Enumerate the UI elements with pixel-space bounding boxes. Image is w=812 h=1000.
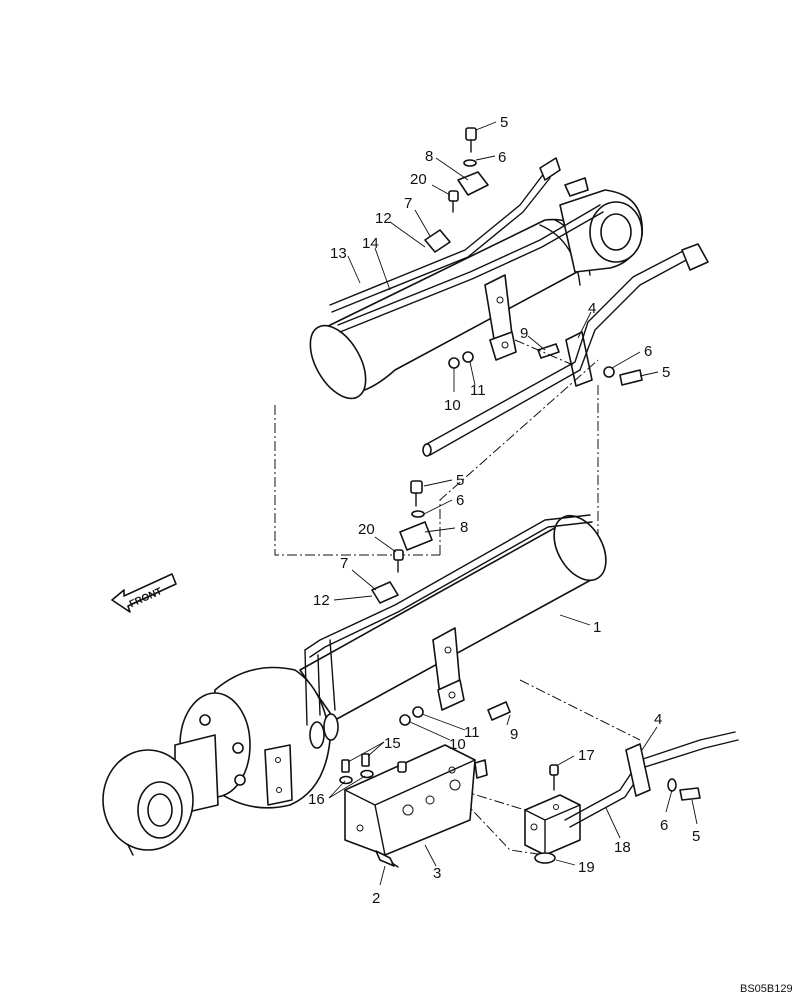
callout-5: 5 [662, 364, 670, 381]
callout-5: 5 [456, 472, 464, 489]
leader-lines [328, 121, 698, 886]
front-arrow: FRONT [111, 573, 177, 613]
callout-1: 1 [593, 619, 601, 636]
drawing-code: BS05B129 [740, 983, 793, 995]
lower-hardware [393, 480, 511, 726]
lower-valve-block [344, 744, 488, 868]
callout-7: 7 [404, 195, 412, 212]
callout-18: 18 [614, 839, 631, 856]
callout-10: 10 [449, 736, 466, 753]
lower-clamps [371, 521, 465, 711]
upper-hardware [448, 127, 643, 386]
callout-19: 19 [578, 859, 595, 876]
callout-8: 8 [425, 148, 433, 165]
callout-4: 4 [654, 711, 662, 728]
upper-rod-eye [559, 189, 643, 273]
callout-11: 11 [470, 382, 486, 399]
callout-14: 14 [362, 235, 379, 252]
callout-10: 10 [444, 397, 461, 414]
callout-16: 16 [308, 791, 325, 808]
callout-9: 9 [510, 726, 518, 743]
callout-2: 2 [372, 890, 380, 907]
callout-6: 6 [644, 343, 652, 360]
callout-4: 4 [588, 300, 596, 317]
callout-6: 6 [498, 149, 506, 166]
callout-11: 11 [464, 724, 480, 741]
callout-12: 12 [313, 592, 330, 609]
lower-pipe-18 [564, 731, 739, 828]
callout-5: 5 [692, 828, 700, 845]
lower-pipes [304, 514, 593, 749]
callout-15: 15 [384, 735, 401, 752]
upper-assembly [309, 127, 709, 457]
callout-8: 8 [460, 519, 468, 536]
callout-5: 5 [500, 114, 508, 131]
callout-3: 3 [433, 865, 441, 882]
upper-pipes [329, 157, 604, 333]
lower-callouts: 5 6 8 20 7 12 1 11 9 10 15 16 2 3 17 4 6… [308, 472, 700, 907]
callout-12: 12 [375, 210, 392, 227]
upper-clamps [424, 171, 517, 361]
callout-13: 13 [330, 245, 347, 262]
callout-6: 6 [456, 492, 464, 509]
callout-6: 6 [660, 817, 668, 834]
lower-rod-eye [102, 734, 293, 856]
lower-assembly [102, 480, 739, 868]
callout-7: 7 [340, 555, 348, 572]
lower-fittings [339, 753, 374, 785]
upper-callouts: 5 6 8 20 7 12 13 14 9 4 6 5 10 11 [330, 114, 670, 414]
callout-9: 9 [520, 325, 528, 342]
upper-bracket-pipe [422, 243, 709, 457]
lower-end-block [524, 764, 581, 864]
callout-17: 17 [578, 747, 595, 764]
callout-20: 20 [410, 171, 427, 188]
callout-20: 20 [358, 521, 375, 538]
